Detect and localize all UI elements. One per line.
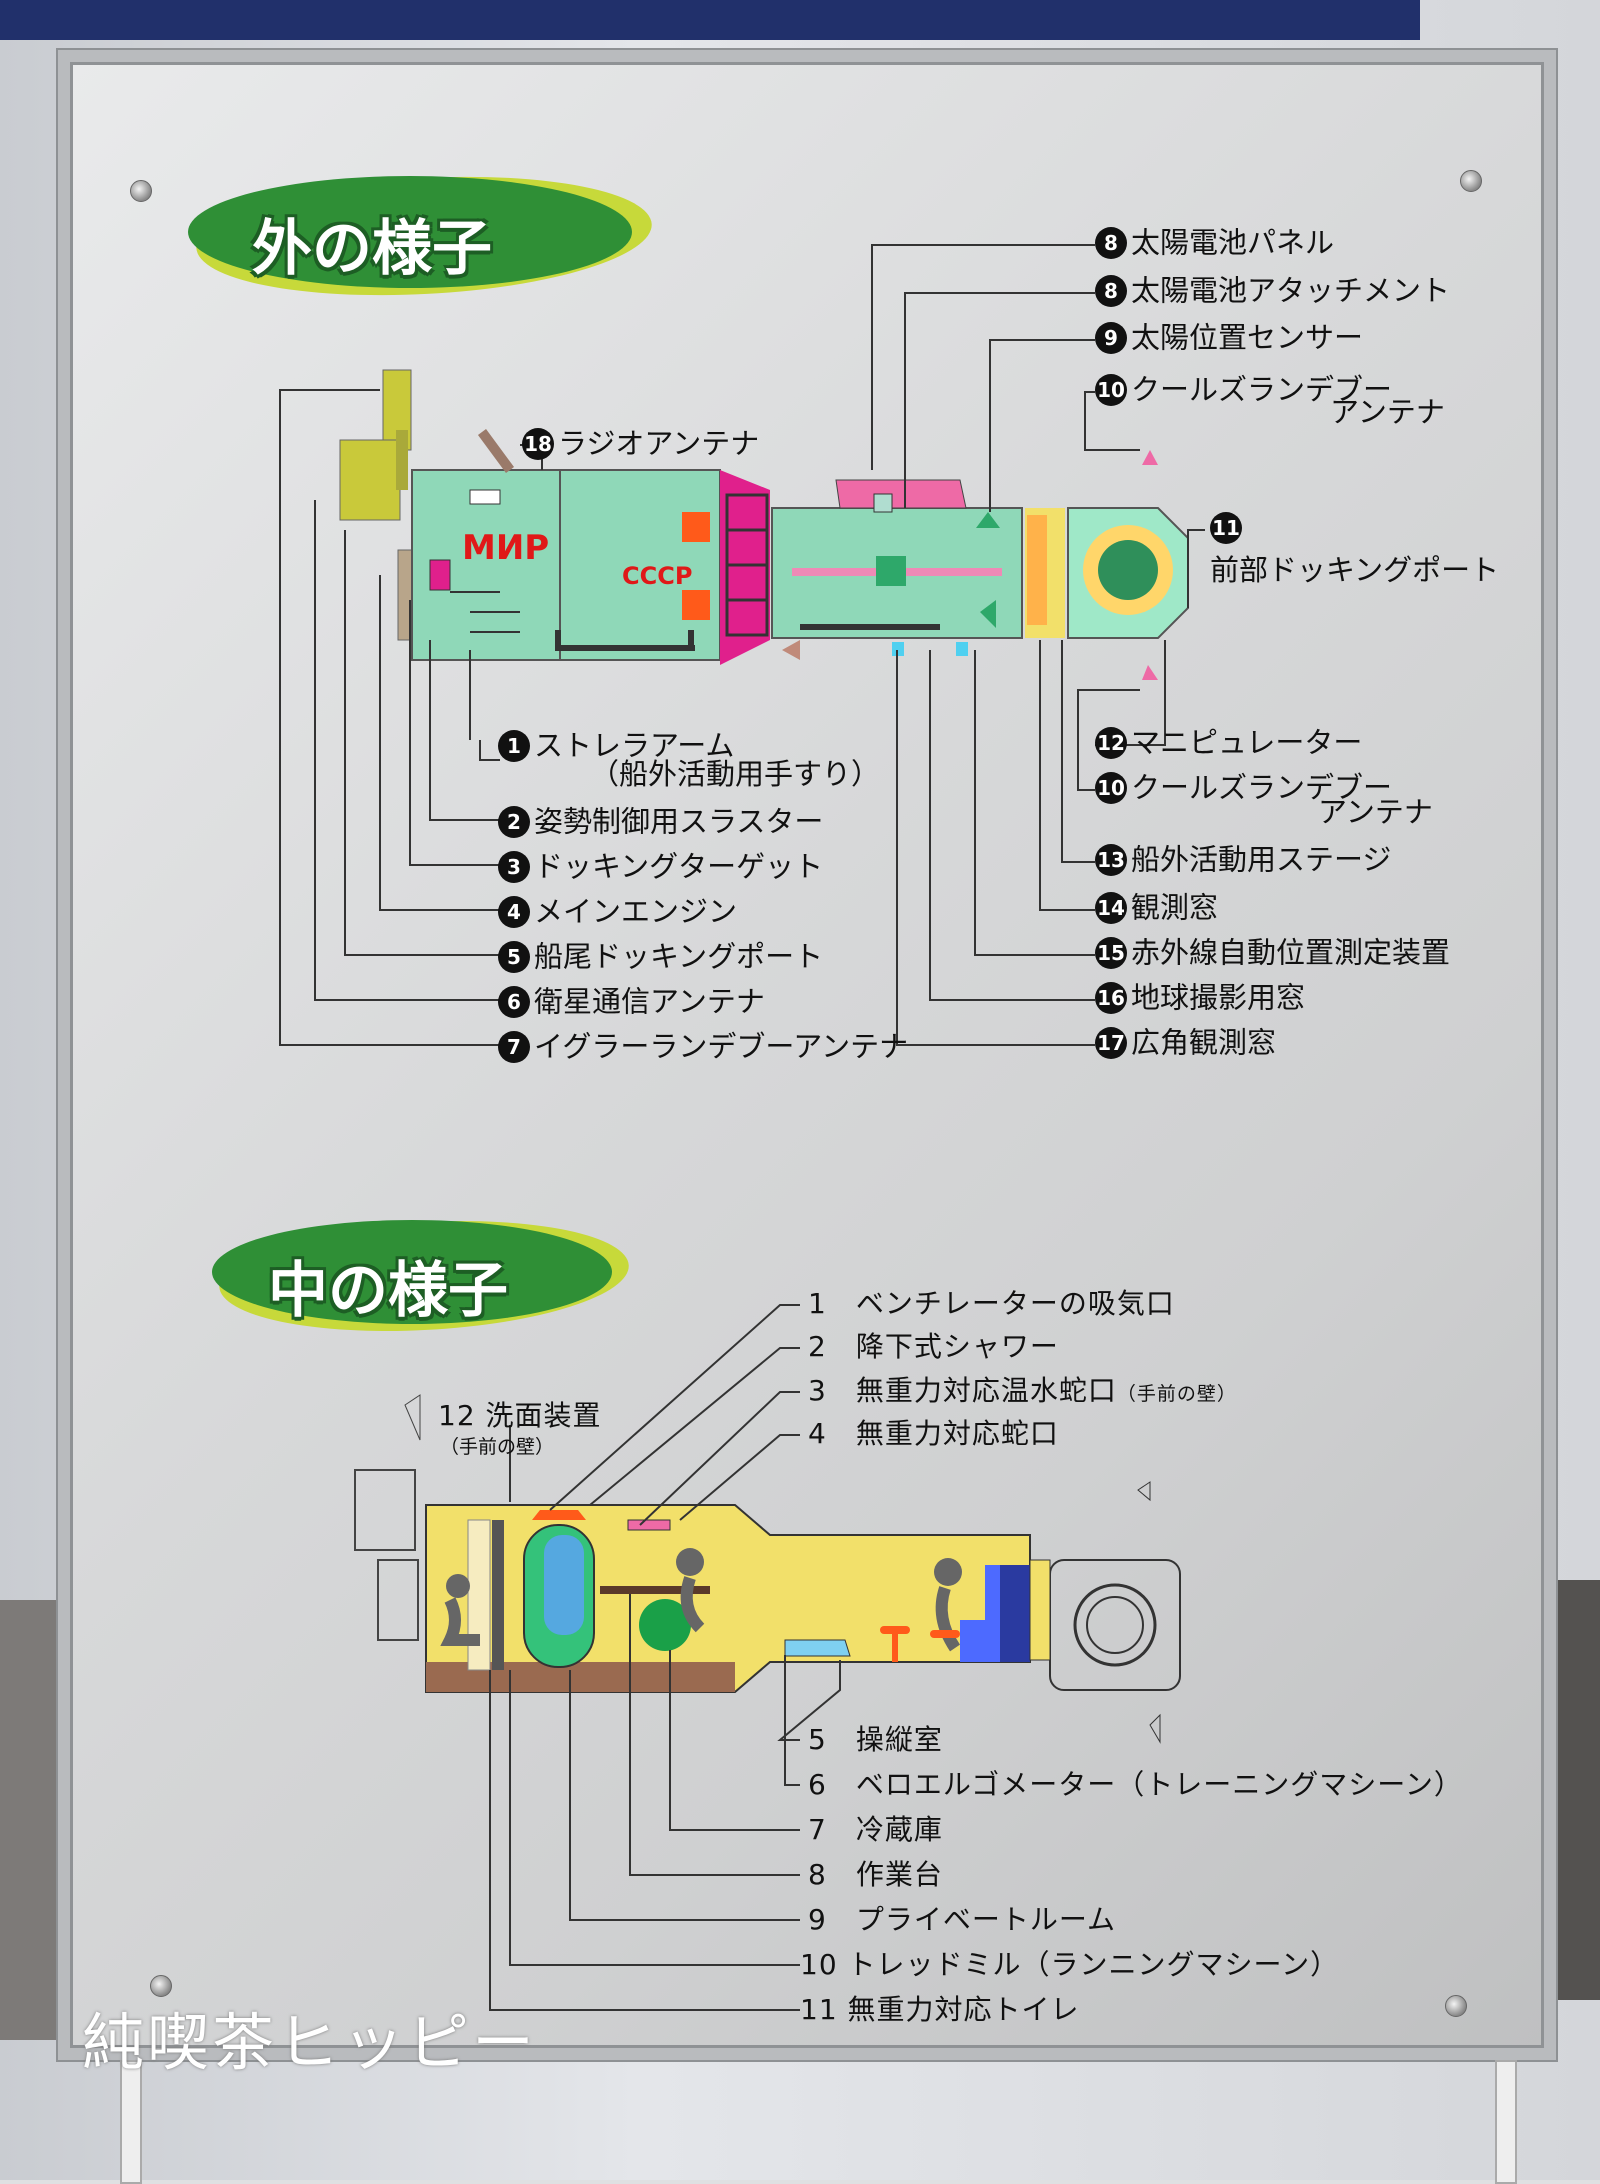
screw — [1460, 170, 1482, 192]
inside-label-1: 1 ベンチレーターの吸気口 — [808, 1287, 1175, 1320]
inside-label-10: 10 トレッドミル（ランニングマシーン） — [800, 1948, 1340, 1981]
inside-label-2: 2 降下式シャワー — [808, 1330, 1059, 1363]
inside-label-4: 4 無重力対応蛇口 — [808, 1417, 1059, 1450]
outside-label-1-note: （船外活動用手すり） — [590, 757, 881, 791]
outside-label-11-text: 前部ドッキングポート — [1210, 553, 1500, 587]
inside-label-11: 11 無重力対応トイレ — [800, 1993, 1080, 2026]
inside-label-3: 3 無重力対応温水蛇口（手前の壁） — [808, 1374, 1237, 1407]
inside-title: 中の様子 — [268, 1256, 508, 1326]
screw — [1445, 1995, 1467, 2017]
inside-station — [354, 1394, 1181, 1744]
inside-title-oval — [212, 1220, 629, 1331]
outside-label-10b-cont: アンテナ — [1318, 795, 1433, 829]
outside-label-11: 11 — [1210, 512, 1246, 544]
watermark: 純喫茶ヒッピー — [82, 2006, 538, 2079]
inside-label-12: 12 洗面装置 — [438, 1399, 602, 1432]
inside-label-8: 8 作業台 — [808, 1858, 943, 1891]
inside-label-9: 9 プライベートルーム — [808, 1903, 1117, 1936]
wall-top-strip — [0, 0, 1420, 40]
outside-label-10a-cont: アンテナ — [1330, 395, 1445, 429]
cccp-label: СССР — [622, 562, 693, 590]
inside-label-12-note: （手前の壁） — [440, 1436, 555, 1458]
screw — [150, 1975, 172, 1997]
outside-title: 外の様子 — [252, 214, 492, 284]
inside-label-7: 7 冷蔵庫 — [808, 1813, 943, 1846]
outside-title-oval — [188, 176, 652, 296]
outside-leader-lines — [279, 244, 1205, 1046]
screw — [130, 180, 152, 202]
inside-leader-lines — [489, 1304, 841, 2011]
inside-label-6: 6 ベロエルゴメーター（トレーニングマシーン） — [808, 1768, 1463, 1801]
outside-station — [339, 369, 1189, 680]
inside-label-5: 5 操縦室 — [808, 1723, 943, 1756]
display-board — [58, 50, 1556, 2060]
mir-label: МИР — [462, 528, 550, 568]
